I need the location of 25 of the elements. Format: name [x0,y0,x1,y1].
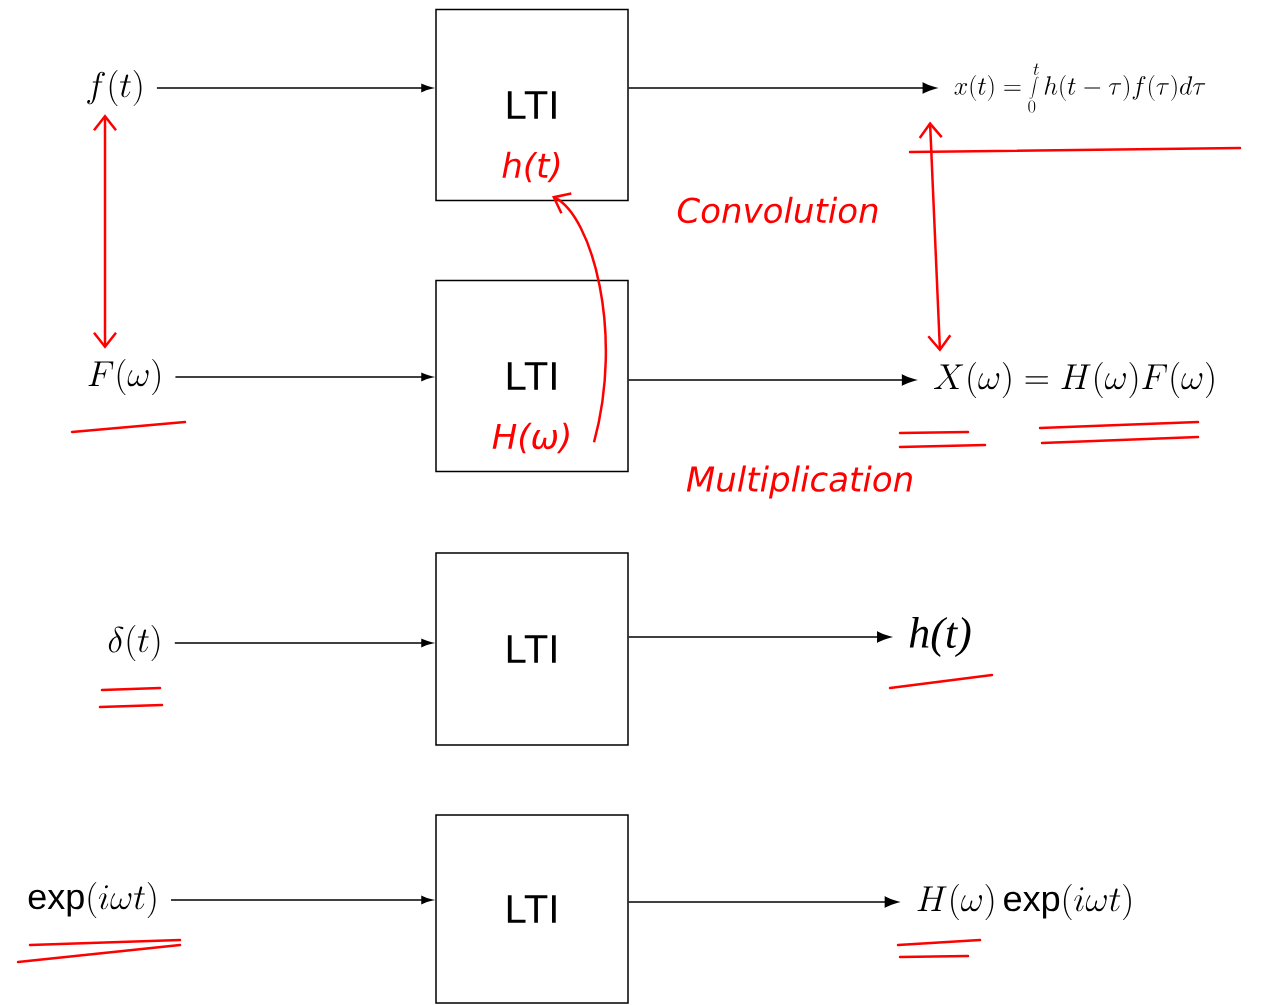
arrow [918,121,952,352]
handwritten-note: Convolution [677,196,878,224]
arrow [174,372,433,382]
arrow [628,631,891,643]
formula: $H(\omega)\exp(i\omega t)$ [917,884,1131,920]
formula: $f(t)$ [87,70,142,106]
arrow [174,638,433,648]
lti-box: LTI [435,552,629,746]
lti-box: LTI [435,814,629,1004]
handwritten-note: Multiplication [686,465,912,499]
lti-box: LTI h(t) [435,8,629,202]
arrow [156,83,433,93]
lti-box: LTI H(ω) [435,279,629,473]
arrow [552,192,607,443]
formula: $X(\omega)=H(\omega)F(\omega)$ [933,362,1214,398]
arrow [628,896,899,908]
formula: h(t) [909,617,971,657]
formula: $\exp(i\omega t)$ [28,882,156,918]
formula: $\delta(t)$ [108,625,160,661]
arrow [170,895,433,905]
arrow [93,114,117,349]
arrow [628,374,916,386]
arrow [628,82,937,94]
formula: $F(\omega)$ [88,359,160,395]
formula: $x(t)=\int\limits_0^t h(t-\tau)f(\tau)d\tau$ [954,63,1206,113]
